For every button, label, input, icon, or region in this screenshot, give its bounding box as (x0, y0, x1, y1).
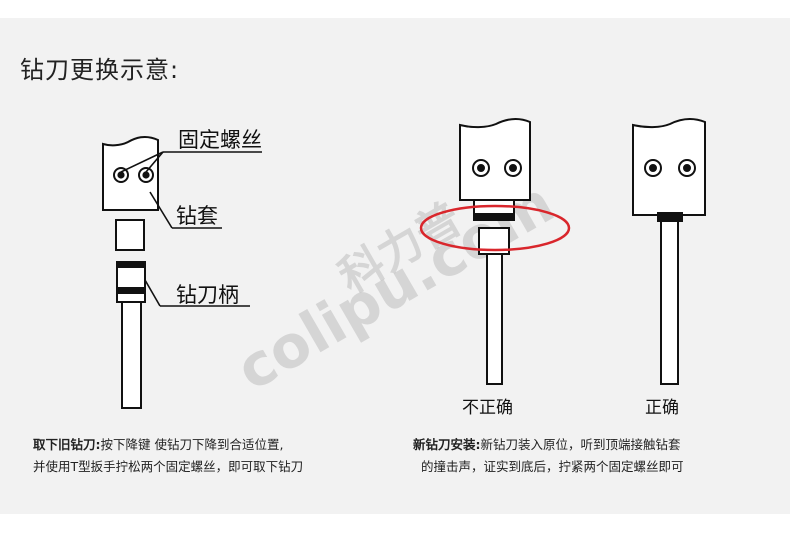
label-incorrect: 不正确 (462, 398, 513, 418)
remove-line2: 并使用T型扳手拧松两个固定螺丝，即可取下钻刀 (33, 459, 304, 474)
correct-shank (660, 220, 679, 385)
left-housing (102, 135, 159, 211)
incorrect-housing (459, 117, 531, 201)
correct-housing (632, 117, 706, 216)
correct-drill-assembly (632, 117, 706, 385)
remove-line1: 按下降键 使钻刀下降到合适位置, (100, 437, 284, 452)
remove-instructions: 取下旧钻刀:按下降键 使钻刀下降到合适位置, 并使用T型扳手拧松两个固定螺丝，即… (33, 434, 303, 478)
remove-heading: 取下旧钻刀: (33, 437, 101, 452)
left-shank (121, 301, 142, 409)
label-correct: 正确 (645, 398, 679, 418)
incorrect-shank (486, 253, 503, 385)
install-instructions: 新钻刀安装:新钻刀装入原位，听到顶端接触钻套 的撞击声，证实到底后，拧紧两个固定… (413, 434, 684, 478)
label-sleeve: 钻套 (176, 204, 218, 228)
install-heading: 新钻刀安装: (413, 437, 481, 452)
incorrect-drill-assembly (459, 117, 531, 385)
highlight-ellipse (419, 204, 571, 252)
left-drill-assembly (102, 135, 159, 409)
install-line2: 的撞击声，证实到底后，拧紧两个固定螺丝即可 (421, 459, 684, 474)
label-screw: 固定螺丝 (178, 128, 262, 152)
left-leader-lines (120, 151, 262, 307)
install-line1: 新钻刀装入原位，听到顶端接触钻套 (480, 437, 681, 452)
label-handle: 钻刀柄 (176, 283, 239, 307)
page-title: 钻刀更换示意: (20, 56, 180, 84)
left-sleeve (115, 219, 145, 251)
